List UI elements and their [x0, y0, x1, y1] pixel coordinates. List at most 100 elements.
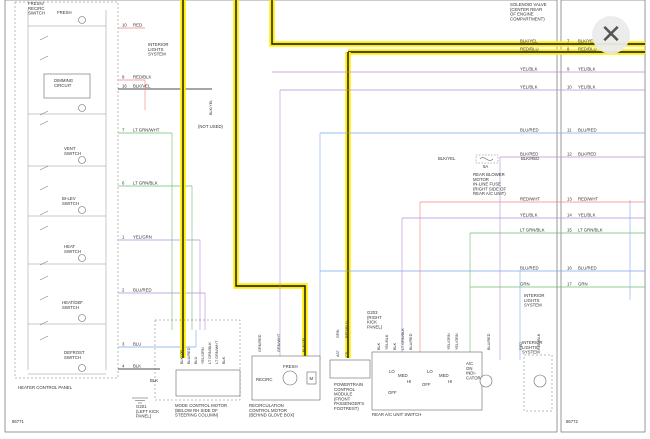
left-sheet-border: [4, 0, 558, 433]
highlight-wire: [271, 0, 645, 45]
mode-motor-box: [175, 369, 241, 397]
left-wire-pin: 10: [122, 23, 127, 28]
recirc-motor-icon: [282, 370, 298, 386]
rear-ac-switch-box: [371, 351, 483, 411]
panel-internals: [27, 10, 107, 375]
left-sheet-code: 86771: [12, 419, 25, 424]
interior-lamp-icon: [533, 374, 547, 388]
mid-wire-right-color: BLU/RED: [578, 128, 597, 133]
ac-indicator-icon: [479, 374, 493, 388]
mode-motor-wire-label: YEL/GRN: [201, 347, 205, 364]
switch-contact: [39, 165, 49, 171]
close-button[interactable]: ✕: [592, 16, 630, 54]
left-wire-pin: 2: [122, 288, 125, 293]
left-wire-color: RED/BLK: [133, 75, 152, 80]
switch-lamp-icon: [78, 16, 86, 24]
left-wire-pin: 3: [122, 342, 125, 347]
mid-wire-color: YEL/BLK: [520, 85, 538, 90]
switch-wire-label: BLK: [393, 342, 397, 350]
mid-wire-color: BLU/RED: [520, 266, 539, 271]
mid-wire-right-color: YEL/BLK: [578, 213, 596, 218]
switch-wire-label: RED: [519, 342, 523, 350]
mid-wire-color: BLU/RED: [520, 128, 539, 133]
mid-wire-right-color: LT GRN/BLK: [578, 228, 603, 233]
mid-wire-pin: 12: [567, 152, 572, 157]
switch-lamp-icon: [78, 364, 86, 372]
mid-wire-pin: 16: [567, 266, 572, 271]
mid-wire-color: RED/WHT: [520, 197, 540, 202]
left-wire-pin: 1: [122, 235, 125, 240]
switch-wire-label: YEL/GRN: [455, 333, 459, 350]
mid-wire-pin: 7: [567, 39, 570, 44]
mode-motor-wire-label: BLU: [194, 356, 198, 364]
not-used-label: (NOT USED): [198, 124, 224, 129]
mid-wire-pin: 17: [567, 282, 572, 287]
switch-contact: [39, 335, 49, 341]
switch-med-label: MED: [398, 373, 408, 378]
recirc-wire-label: BLK/YEL: [302, 337, 306, 352]
mode-motor-wire-label: BLU/RED: [187, 347, 191, 364]
switch-lamp-icon: [78, 156, 86, 164]
switch-contact: [39, 120, 49, 126]
left-wire-color: BLU: [133, 342, 141, 347]
switch-contact: [39, 260, 49, 266]
switch-contact: [39, 55, 49, 61]
left-wire-color: YEL/GRN: [133, 235, 152, 240]
ground-blk-label: BLK: [150, 378, 158, 383]
close-icon: ✕: [600, 20, 622, 50]
mid-wire-pin: 15: [567, 228, 572, 233]
switch-lamp-icon: [78, 314, 86, 322]
fuse-amp-label: 5A: [483, 164, 488, 169]
switch-contact: [39, 275, 49, 281]
left-wire-color: LT GRN/WHT: [133, 128, 160, 133]
switch-contact: [39, 320, 49, 326]
recirc-label: RECIRC: [256, 377, 272, 382]
pcm-wire-label: RED/BLU: [345, 321, 349, 338]
right-sheet-code: 86772: [566, 419, 579, 424]
mid-wire-pin: 8: [567, 47, 570, 52]
mid-wire-right-color: RED/WHT: [578, 197, 598, 202]
switch-lamp-icon: [78, 104, 86, 112]
left-wire-pin: 6: [122, 181, 125, 186]
mid-wire-right-color: GRN: [578, 282, 588, 287]
mid-wire-pin: 11: [567, 128, 572, 133]
mid-wire-color: BLK/RED: [520, 152, 538, 157]
switch2-hi-label: HI: [448, 379, 452, 384]
switch-hi-label: HI: [407, 379, 411, 384]
pcm-pin-label: C9: [345, 352, 349, 357]
mid-wire-right-color: BLK/RED: [578, 152, 596, 157]
mid-wire-color: YEL/BLK: [520, 213, 538, 218]
highlight-band: [233, 0, 308, 358]
highlighted-circuit: [180, 0, 645, 358]
rear-ac-switch-label: REAR A/C UNIT SWITCH: [372, 412, 421, 417]
switch-contact: [39, 225, 49, 231]
right-sheet-border: [560, 0, 646, 433]
switch2-off-label: OFF: [422, 382, 431, 387]
mid-wire-color: GRN: [520, 282, 530, 287]
switch-contact: [39, 210, 49, 216]
heater-panel-name: HEATER CONTROL PANEL: [18, 385, 73, 390]
fuse-right-wire-label: BLK/RED: [521, 156, 539, 161]
mode-motor-wire-label: LT GRN/WHT: [215, 340, 219, 364]
left-wire-pin: 9: [122, 75, 125, 80]
switch-wire-label: YEL/GRN: [447, 333, 451, 350]
switch-lamp-icon: [78, 206, 86, 214]
heater-control-panel-box: [14, 1, 119, 379]
recirc-fresh-label: FRESH: [283, 364, 298, 369]
